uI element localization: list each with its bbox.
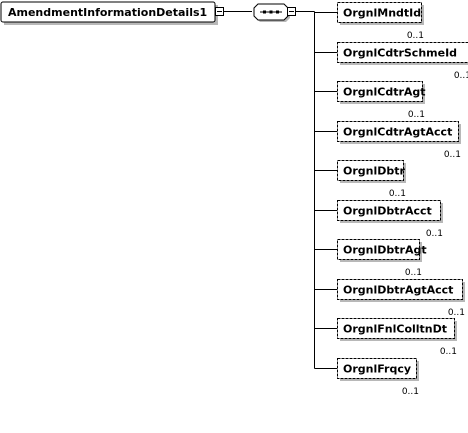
child-occurrence-label: 0..1: [444, 150, 461, 160]
child-element-box: [337, 239, 420, 260]
child-occurrence-label: 0..1: [407, 31, 424, 41]
child-element-label: OrgnlCdtrAgtAcct: [343, 126, 452, 139]
root-element-label: AmendmentInformationDetails1: [8, 6, 207, 19]
child-element-orgnlcdtragtacct[interactable]: OrgnlCdtrAgtAcct 0..1: [314, 121, 462, 161]
child-occurrence-label: 0..1: [426, 229, 443, 239]
child-occurrence-label: 0..1: [454, 71, 468, 81]
sequence-collapse-toggle[interactable]: [287, 7, 296, 16]
child-element-box: [337, 2, 422, 23]
child-element-box: [337, 121, 459, 142]
child-element-box: [337, 279, 463, 300]
child-element-label: OrgnlFnlColltnDt: [343, 323, 447, 336]
child-occurrence-label: 0..1: [402, 387, 419, 397]
child-element-orgnlcdtragt[interactable]: OrgnlCdtrAgt 0..1: [314, 81, 426, 121]
child-element-orgnldbtracct[interactable]: OrgnlDbtrAcct 0..1: [314, 200, 444, 240]
child-element-box: [337, 358, 417, 379]
child-element-label: OrgnlDbtr: [343, 165, 406, 178]
child-element-label: OrgnlCdtrSchmeId: [343, 47, 457, 60]
child-element-orgnldbtr[interactable]: OrgnlDbtr 0..1: [314, 160, 407, 200]
child-occurrence-label: 0..1: [408, 110, 425, 120]
child-element-label: OrgnlDbtrAgt: [343, 244, 427, 257]
child-element-label: OrgnlDbtrAgtAcct: [343, 284, 453, 297]
child-occurrence-label: 0..1: [440, 347, 457, 357]
child-element-box: [337, 200, 441, 221]
child-element-label: OrgnlFrqcy: [343, 363, 411, 376]
child-element-box: [337, 318, 455, 339]
child-elements: OrgnlMndtId0..1OrgnlCdtrSchmeId0..1Orgnl…: [295, 2, 468, 398]
child-element-label: OrgnlDbtrAcct: [343, 205, 432, 218]
child-element-orgnldbtragtacct[interactable]: OrgnlDbtrAgtAcct 0..1: [314, 279, 466, 319]
child-occurrence-label: 0..1: [405, 268, 422, 278]
child-element-box: [337, 160, 404, 181]
child-element-box: [337, 81, 423, 102]
child-occurrence-label: 0..1: [448, 308, 465, 318]
child-element-orgnlcdtrschmeid[interactable]: OrgnlCdtrSchmeId 0..1: [314, 42, 468, 82]
child-element-orgnlfrqcy[interactable]: OrgnlFrqcy 0..1: [314, 358, 420, 398]
child-element-orgnldbtragt[interactable]: OrgnlDbtrAgt 0..1: [314, 239, 427, 279]
child-element-label: OrgnlMndtId: [343, 7, 421, 20]
child-element-orgnlmndtid[interactable]: OrgnlMndtId 0..1: [314, 2, 425, 42]
root-collapse-toggle[interactable]: [215, 7, 224, 16]
child-element-orgnlfnlcolltndt[interactable]: OrgnlFnlColltnDt 0..1: [314, 318, 458, 358]
child-element-label: OrgnlCdtrAgt: [343, 86, 426, 99]
root-element[interactable]: AmendmentInformationDetails1: [0, 1, 218, 25]
child-occurrence-label: 0..1: [389, 189, 406, 199]
child-element-box: [337, 42, 468, 63]
sequence-compositor-icon[interactable]: [253, 3, 290, 22]
